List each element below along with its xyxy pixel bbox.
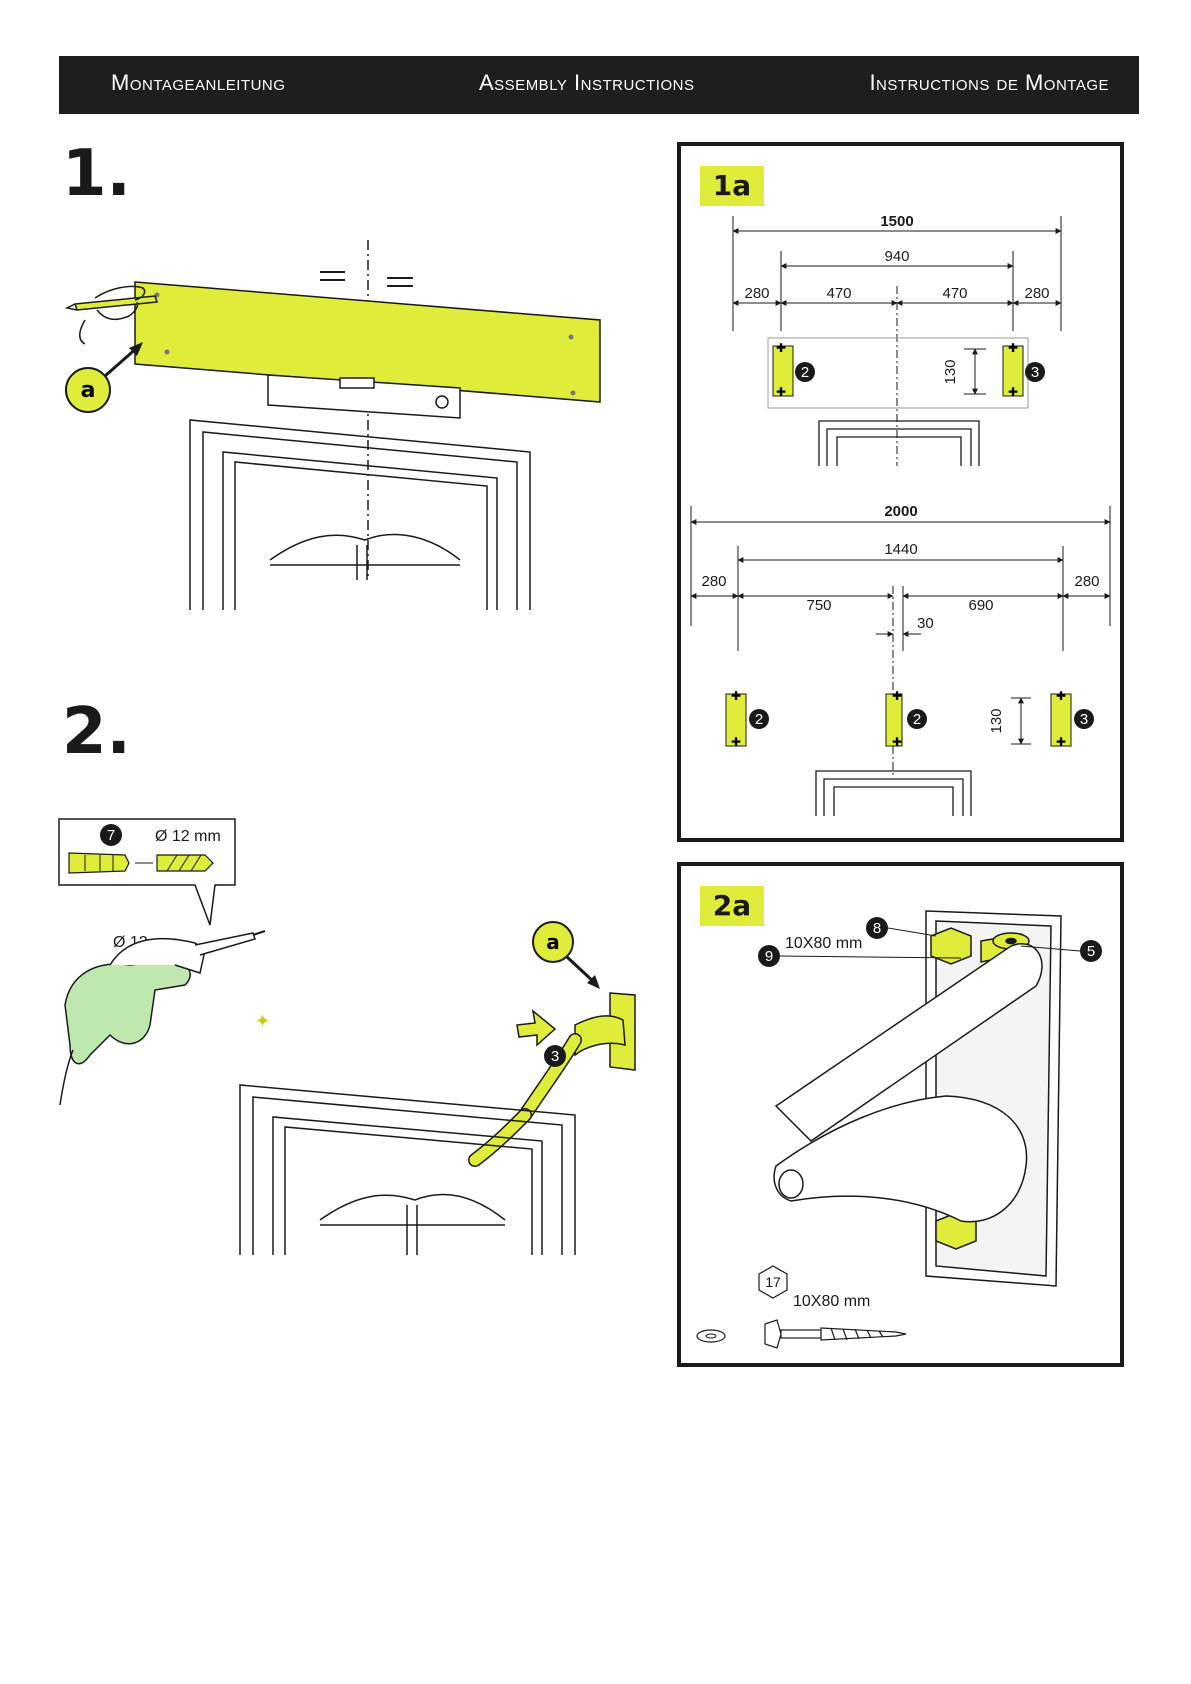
bolt-head-top [931,928,971,964]
top-left-half: 470 [826,285,851,302]
bottom-door-outline [816,771,971,816]
panel-2a: 2a 8 9 10X80 mm [677,862,1124,1367]
sparkle-icon: ✦ [255,1011,270,1031]
step-1-number: 1. [62,142,131,206]
wall-plug-icon [69,853,129,873]
callout-a-label-step2: a [546,930,560,954]
bottom-bracket-right: ✚ ✚ [1051,689,1071,749]
bottom-right-margin: 280 [1074,573,1099,590]
panel-2a-diagram: 8 9 10X80 mm 5 17 10X80 mm [681,866,1120,1363]
svg-text:✚: ✚ [892,689,902,703]
svg-text:✚: ✚ [1008,385,1018,399]
top-right-half: 470 [942,285,967,302]
bottom-height: 130 [988,708,1005,733]
callout-a-label: a [81,378,96,403]
equal-sign-left [320,272,345,280]
top-bracket-left-number: 2 [801,364,809,381]
bottom-left-margin: 280 [701,573,726,590]
part-5-number: 5 [1087,943,1095,960]
top-bracket-right: ✚ ✚ [1003,341,1023,399]
step-1-illustration: a [55,240,635,620]
part-8-number: 8 [873,920,881,937]
svg-text:✚: ✚ [731,735,741,749]
door-frame [190,420,530,610]
dowel-part-number: 7 [107,827,115,844]
bracket-part-number: 3 [551,1048,559,1065]
top-overall-width: 1500 [880,213,913,230]
panel-1a-diagram: 1500 940 280 470 470 280 ✚ ✚ 2 ✚ ✚ 3 130 [681,146,1120,838]
header-title-en: Assembly Instructions [479,70,694,96]
wrench-size-hex-icon: 17 [759,1266,787,1298]
top-door-outline [819,421,979,466]
callout-a-marker: a [66,342,143,412]
callout-a-marker-step2: a [533,922,600,989]
header-title-de: Montageanleitung [111,70,285,96]
wrench-size-number: 17 [765,1274,781,1290]
part-9-number: 9 [765,948,773,965]
bottom-right-span: 690 [968,597,993,614]
washer-icon [697,1330,725,1342]
top-bracket-left: ✚ ✚ [773,341,793,399]
canopy-bracket [475,993,635,1160]
svg-text:✚: ✚ [776,341,786,355]
step-2-number: 2. [62,700,131,764]
dowel-diameter-label: Ø 12 mm [155,828,221,845]
svg-text:✚: ✚ [731,689,741,703]
bottom-bracket-left-number: 2 [755,711,763,728]
top-left-margin: 280 [744,285,769,302]
header-bar: Montageanleitung Assembly Instructions I… [59,56,1139,114]
bottom-inner-width: 1440 [884,541,917,558]
bottom-bracket-mid: ✚ ✚ [886,689,902,749]
top-height: 130 [942,359,959,384]
hand-drill-icon [60,931,265,1105]
header-title-fr: Instructions de Montage [869,70,1109,96]
svg-text:✚: ✚ [892,735,902,749]
bottom-offset: 30 [917,615,934,632]
top-inner-width: 940 [884,248,909,265]
bottom-bracket-mid-number: 2 [913,711,921,728]
bottom-bracket-left: ✚ ✚ [726,689,746,749]
svg-text:✚: ✚ [776,385,786,399]
svg-text:✚: ✚ [1056,689,1066,703]
bottom-left-span: 750 [806,597,831,614]
lag-screw-icon [765,1320,906,1348]
push-arrow-icon [517,1011,555,1045]
bottom-overall-width: 2000 [884,503,917,520]
bolt-size-label: 10X80 mm [785,935,862,952]
svg-text:✚: ✚ [1056,735,1066,749]
step-2-illustration: 7 Ø 12 mm Ø 12 mm ✦ a [55,815,655,1265]
top-bracket-right-number: 3 [1031,364,1039,381]
door-frame-step2 [240,1085,575,1255]
drill-bit-icon [157,855,213,871]
equal-sign-right [387,278,413,286]
top-right-margin: 280 [1024,285,1049,302]
panel-1a: 1a 1500 940 280 470 470 280 [677,142,1124,842]
dowel-callout-box: 7 Ø 12 mm [59,819,235,925]
screw-size-label: 10X80 mm [793,1293,870,1310]
svg-text:✚: ✚ [1008,341,1018,355]
bottom-bracket-right-number: 3 [1080,711,1088,728]
